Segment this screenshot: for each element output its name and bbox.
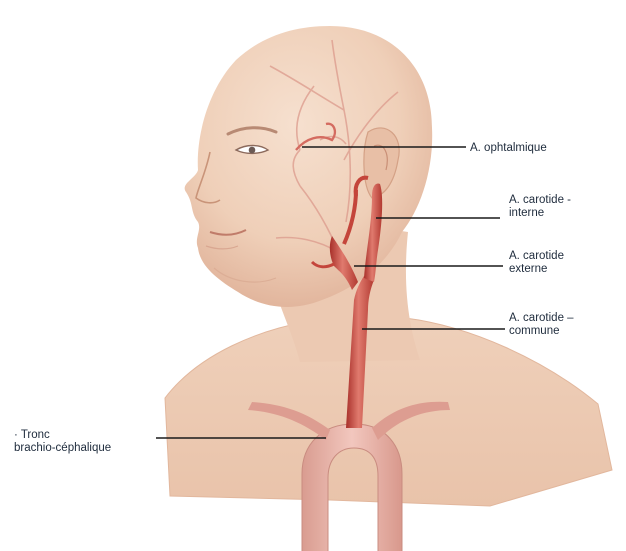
label-brachiocephalic-trunk-line2: brachio-céphalique <box>14 442 111 455</box>
label-ophthalmic-artery-line1: A. ophtalmique <box>470 142 547 155</box>
label-external-carotid: A. carotide externe <box>509 250 564 276</box>
label-external-carotid-line1: A. carotide <box>509 250 564 263</box>
label-external-carotid-line2: externe <box>509 263 564 276</box>
label-brachiocephalic-trunk: · Tronc brachio-céphalique <box>14 429 111 455</box>
label-brachiocephalic-trunk-line1: · Tronc <box>14 429 111 442</box>
label-internal-carotid-line2: interne <box>509 207 571 220</box>
label-internal-carotid: A. carotide - interne <box>509 194 571 220</box>
label-common-carotid-line1: A. carotide – <box>509 312 574 325</box>
label-common-carotid: A. carotide – commune <box>509 312 574 338</box>
label-ophthalmic-artery: A. ophtalmique <box>470 142 547 155</box>
label-internal-carotid-line1: A. carotide - <box>509 194 571 207</box>
label-common-carotid-line2: commune <box>509 325 574 338</box>
